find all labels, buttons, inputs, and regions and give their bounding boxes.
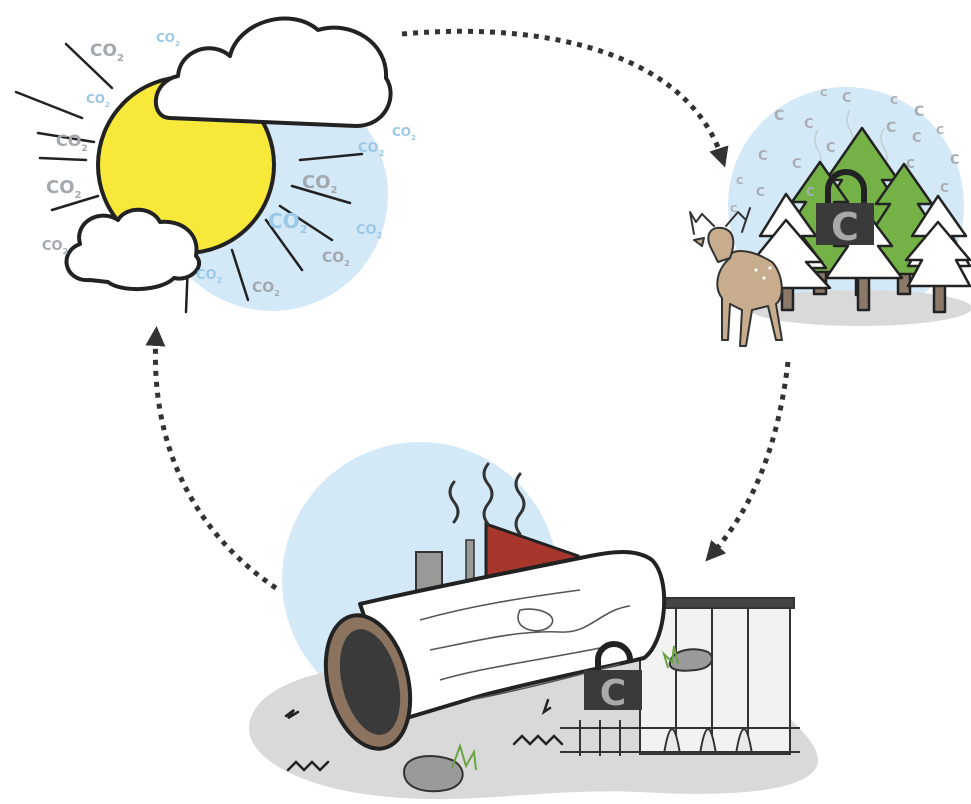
- decay-stage: C: [249, 442, 818, 799]
- carbon-label: C: [806, 185, 815, 199]
- co2-label: CO2: [56, 131, 88, 154]
- carbon-label: C: [914, 104, 924, 120]
- carbon-label: C: [936, 124, 944, 137]
- arrow-decay-to-atmosphere: [155, 336, 276, 588]
- forest-stage: C C C C C C C C C C C C C C C C C C C C: [690, 87, 971, 346]
- carbon-label: C: [826, 141, 836, 156]
- co2-label: CO2: [156, 31, 180, 48]
- svg-text:C: C: [600, 673, 626, 714]
- co2-label: CO2: [90, 41, 124, 64]
- co2-label: CO2: [86, 92, 110, 109]
- carbon-label: C: [774, 108, 784, 124]
- carbon-label: C: [940, 181, 949, 195]
- svg-text:C: C: [831, 205, 859, 249]
- carbon-label: C: [756, 185, 765, 199]
- carbon-label: C: [820, 88, 827, 99]
- co2-label: CO2: [46, 177, 82, 201]
- carbon-label: C: [758, 149, 768, 164]
- carbon-label: C: [886, 120, 896, 136]
- carbon-label: C: [912, 131, 922, 146]
- co2-label: CO2: [392, 125, 416, 142]
- co2-label: CO2: [358, 141, 384, 158]
- carbon-label: C: [842, 91, 852, 106]
- arrow-forest-to-decay: [712, 362, 788, 554]
- cloud-top-icon: [156, 19, 391, 126]
- arrow-atmosphere-to-forest: [402, 31, 722, 158]
- carbon-label: C: [950, 153, 960, 168]
- atmosphere-stage: CO2 CO2 CO2 CO2 CO2 CO2 CO2 CO2 CO2 CO2 …: [16, 19, 416, 312]
- carbon-label: C: [890, 94, 898, 107]
- carbon-label: C: [736, 176, 743, 187]
- carbon-label: C: [792, 157, 802, 172]
- co2-label: CO2: [42, 239, 68, 256]
- carbon-label: C: [906, 157, 915, 171]
- carbon-label: C: [804, 117, 814, 132]
